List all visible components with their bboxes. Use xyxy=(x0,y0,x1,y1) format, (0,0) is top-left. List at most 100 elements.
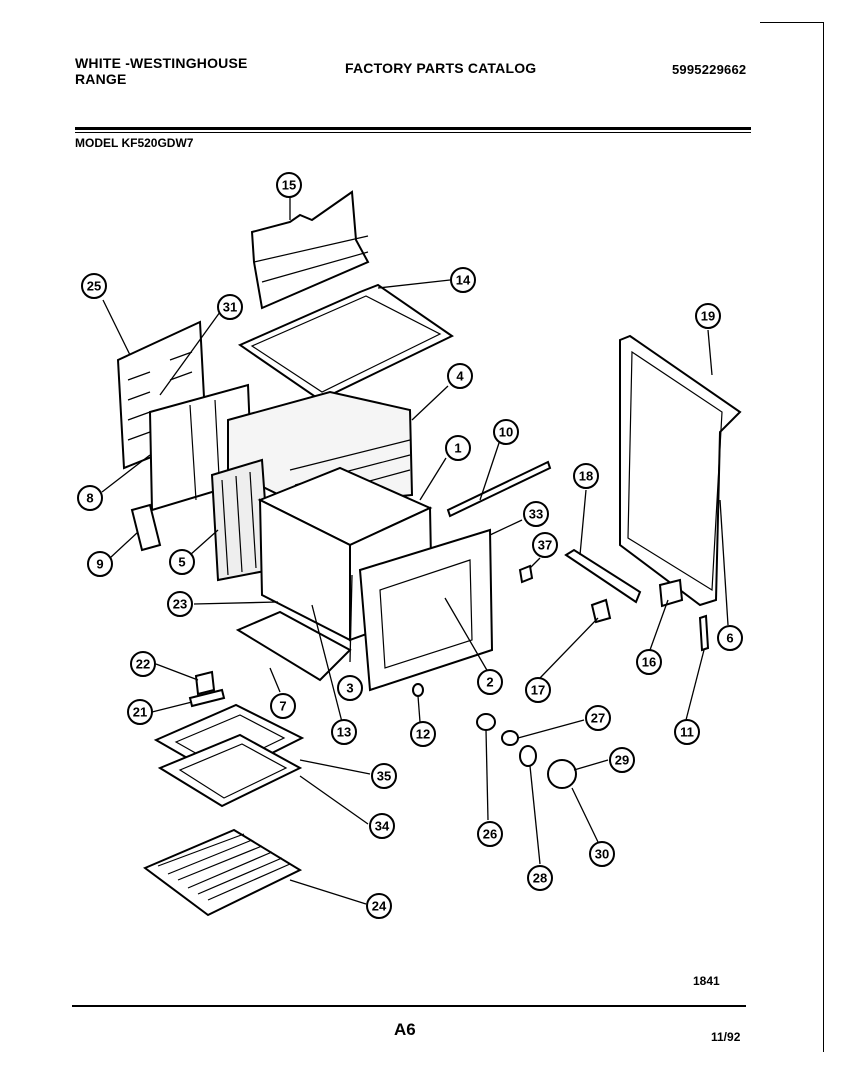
part-11-pin xyxy=(698,614,710,652)
callout-14: 14 xyxy=(450,267,476,293)
catalog-date: 11/92 xyxy=(711,1030,741,1044)
svg-text:37: 37 xyxy=(538,538,552,553)
callout-22: 22 xyxy=(130,651,156,677)
svg-text:16: 16 xyxy=(642,655,656,670)
part-21-bracket xyxy=(188,688,226,708)
part-33-front-frame xyxy=(358,528,494,692)
callout-6: 6 xyxy=(717,625,743,651)
svg-text:22: 22 xyxy=(136,657,150,672)
header-rule-thin xyxy=(75,132,751,133)
callout-23: 23 xyxy=(167,591,193,617)
catalog-title: FACTORY PARTS CATALOG xyxy=(345,60,537,76)
callout-2: 2 xyxy=(477,669,503,695)
svg-text:10: 10 xyxy=(499,425,513,440)
part-17-block xyxy=(590,598,612,624)
svg-text:9: 9 xyxy=(96,557,103,572)
callout-5: 5 xyxy=(169,549,195,575)
svg-text:12: 12 xyxy=(416,727,430,742)
callout-12: 12 xyxy=(410,721,436,747)
callout-25: 25 xyxy=(81,273,107,299)
callout-21: 21 xyxy=(127,699,153,725)
callout-30: 30 xyxy=(589,841,615,867)
part-16-bracket xyxy=(658,578,684,608)
header-rule xyxy=(75,127,751,130)
brand-line-1: WHITE -WESTINGHOUSE xyxy=(75,55,248,71)
part-10-rod xyxy=(446,460,552,518)
part-18-trim-strip xyxy=(564,548,642,604)
svg-text:34: 34 xyxy=(375,819,390,834)
svg-text:21: 21 xyxy=(133,705,147,720)
svg-text:3: 3 xyxy=(346,681,353,696)
callout-29: 29 xyxy=(609,747,635,773)
svg-text:29: 29 xyxy=(615,753,629,768)
callout-27: 27 xyxy=(585,705,611,731)
part-37-screw xyxy=(518,564,534,584)
part-27-socket xyxy=(501,730,519,746)
brand-line-2: RANGE xyxy=(75,71,127,87)
svg-text:35: 35 xyxy=(377,769,391,784)
callout-31: 31 xyxy=(217,294,243,320)
svg-text:7: 7 xyxy=(279,699,286,714)
page-number: A6 xyxy=(394,1020,416,1039)
svg-text:4: 4 xyxy=(456,369,464,384)
callout-7: 7 xyxy=(270,693,296,719)
svg-text:11: 11 xyxy=(680,725,694,740)
part-12-clip xyxy=(412,683,424,697)
svg-text:25: 25 xyxy=(87,279,101,294)
page-border-top xyxy=(760,22,824,23)
callout-11: 11 xyxy=(674,719,700,745)
part-14-top-panel xyxy=(237,283,454,402)
callout-28: 28 xyxy=(527,865,553,891)
svg-text:15: 15 xyxy=(282,178,296,193)
callout-19: 19 xyxy=(695,303,721,329)
callout-8: 8 xyxy=(77,485,103,511)
part-15-vent-deflector xyxy=(250,190,370,310)
part-28-bulb xyxy=(519,745,537,767)
svg-text:6: 6 xyxy=(726,631,733,646)
callout-37: 37 xyxy=(532,532,558,558)
callout-33: 33 xyxy=(523,501,549,527)
svg-text:17: 17 xyxy=(531,683,545,698)
svg-text:23: 23 xyxy=(173,597,187,612)
svg-text:5: 5 xyxy=(178,555,185,570)
svg-text:31: 31 xyxy=(223,300,237,315)
callout-13: 13 xyxy=(331,719,357,745)
svg-text:28: 28 xyxy=(533,871,547,886)
callout-24: 24 xyxy=(366,893,392,919)
part-22-bracket xyxy=(194,670,216,696)
callout-26: 26 xyxy=(477,821,503,847)
svg-text:19: 19 xyxy=(701,309,715,324)
diagram-code: 1841 xyxy=(693,974,720,988)
part-6-rear-frame xyxy=(619,334,742,607)
callout-35: 35 xyxy=(371,763,397,789)
svg-text:8: 8 xyxy=(86,491,93,506)
part-9-foot xyxy=(130,503,162,552)
brand-header: WHITE -WESTINGHOUSE RANGE xyxy=(75,55,248,87)
svg-text:14: 14 xyxy=(456,273,471,288)
callout-9: 9 xyxy=(87,551,113,577)
callout-15: 15 xyxy=(276,172,302,198)
svg-text:1: 1 xyxy=(454,441,461,456)
svg-text:2: 2 xyxy=(486,675,493,690)
svg-text:33: 33 xyxy=(529,507,543,522)
part-29-light-cover xyxy=(547,759,577,789)
catalog-number: 5995229662 xyxy=(672,62,747,77)
callout-3: 3 xyxy=(337,675,363,701)
page-border-right xyxy=(823,22,824,1052)
part-34-broil-pan xyxy=(157,733,303,808)
svg-text:27: 27 xyxy=(591,711,605,726)
callout-16: 16 xyxy=(636,649,662,675)
svg-text:18: 18 xyxy=(579,469,593,484)
part-24-oven-rack xyxy=(143,828,303,917)
svg-text:26: 26 xyxy=(483,827,497,842)
callout-34: 34 xyxy=(369,813,395,839)
callout-10: 10 xyxy=(493,419,519,445)
leader-lines xyxy=(101,197,729,905)
svg-text:30: 30 xyxy=(595,847,609,862)
svg-text:13: 13 xyxy=(337,725,351,740)
model-number: MODEL KF520GDW7 xyxy=(75,136,194,150)
callout-4: 4 xyxy=(447,363,473,389)
svg-text:24: 24 xyxy=(372,899,387,914)
part-26-knob-ring xyxy=(476,713,496,731)
